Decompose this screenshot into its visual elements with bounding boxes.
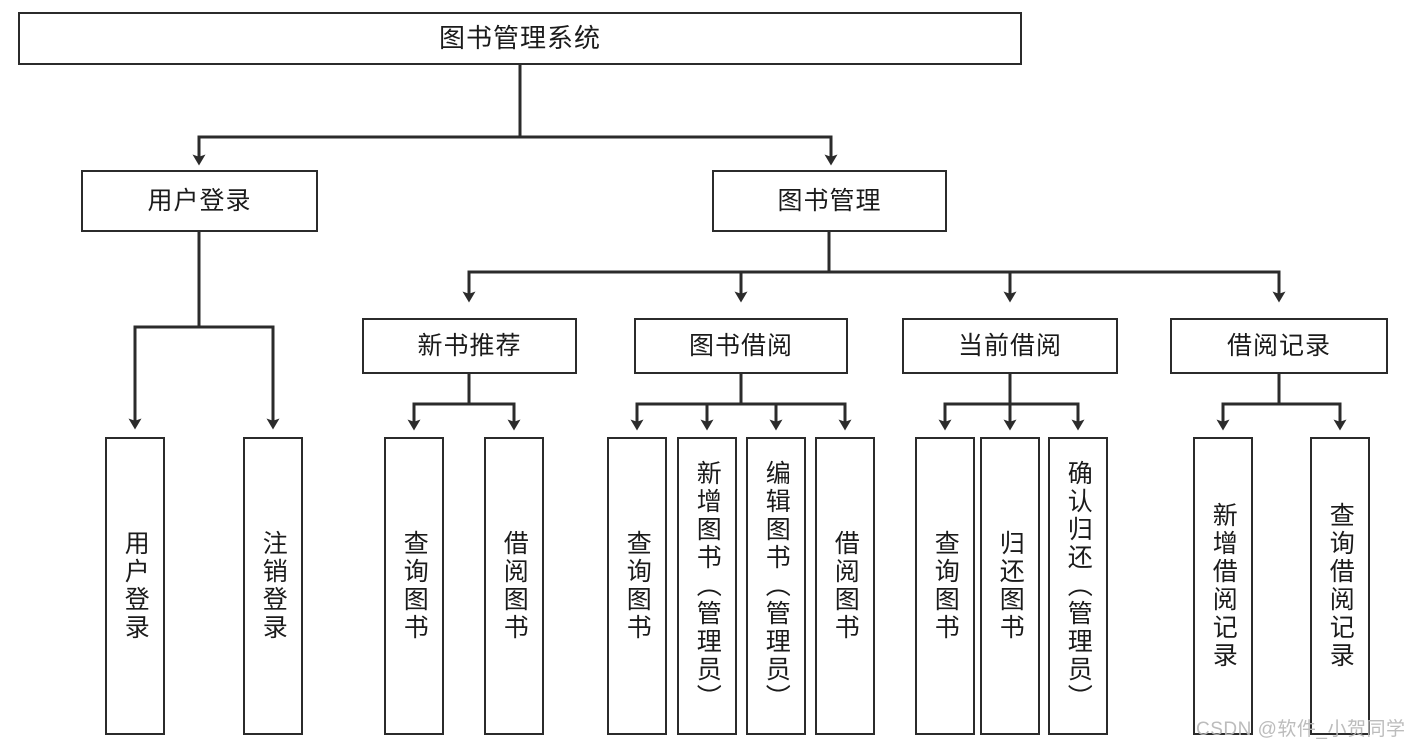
- node-label: 查询图书: [931, 530, 960, 642]
- node-new-book-recommend[interactable]: 新书推荐: [362, 318, 577, 374]
- leaf-user-login-logout[interactable]: 注销登录: [243, 437, 303, 735]
- leaf-book-borrow-add-book-admin[interactable]: 新增图书（管理员）: [677, 437, 737, 735]
- leaf-user-login-login[interactable]: 用户登录: [105, 437, 165, 735]
- node-book-management[interactable]: 图书管理: [712, 170, 947, 232]
- node-current-borrow[interactable]: 当前借阅: [902, 318, 1118, 374]
- node-label: 借阅图书: [500, 530, 529, 642]
- leaf-new-book-borrow-book[interactable]: 借阅图书: [484, 437, 544, 735]
- node-book-borrow[interactable]: 图书借阅: [634, 318, 848, 374]
- node-label: 归还图书: [996, 530, 1025, 642]
- node-label: 新增图书（管理员）: [693, 460, 722, 712]
- node-label: 图书借阅: [688, 331, 793, 360]
- node-label: 新书推荐: [417, 331, 522, 360]
- node-label: 借阅图书: [831, 530, 860, 642]
- node-label: 借阅记录: [1226, 331, 1331, 360]
- node-label: 确认归还（管理员）: [1064, 460, 1093, 712]
- leaf-current-borrow-return-book[interactable]: 归还图书: [980, 437, 1040, 735]
- leaf-current-borrow-query-book[interactable]: 查询图书: [915, 437, 975, 735]
- node-label: 当前借阅: [957, 331, 1062, 360]
- node-borrow-record[interactable]: 借阅记录: [1170, 318, 1388, 374]
- leaf-book-borrow-edit-book-admin[interactable]: 编辑图书（管理员）: [746, 437, 806, 735]
- node-label: 注销登录: [259, 530, 288, 642]
- node-label: 图书管理系统: [438, 22, 601, 53]
- leaf-borrow-record-query-record[interactable]: 查询借阅记录: [1310, 437, 1370, 735]
- leaf-borrow-record-add-record[interactable]: 新增借阅记录: [1193, 437, 1253, 735]
- leaf-new-book-query-book[interactable]: 查询图书: [384, 437, 444, 735]
- node-user-login[interactable]: 用户登录: [81, 170, 318, 232]
- leaf-current-borrow-confirm-return-admin[interactable]: 确认归还（管理员）: [1048, 437, 1108, 735]
- node-label: 新增借阅记录: [1209, 502, 1238, 670]
- node-label: 编辑图书（管理员）: [762, 460, 791, 712]
- node-label: 图书管理: [777, 186, 882, 215]
- node-label: 用户登录: [121, 530, 150, 642]
- node-label: 查询图书: [400, 530, 429, 642]
- csdn-watermark: CSDN @软件_小贺同学: [1196, 719, 1405, 740]
- node-label: 用户登录: [147, 186, 252, 215]
- node-label: 查询借阅记录: [1326, 502, 1355, 670]
- leaf-book-borrow-borrow-book[interactable]: 借阅图书: [815, 437, 875, 735]
- leaf-book-borrow-query-book[interactable]: 查询图书: [607, 437, 667, 735]
- node-root-book-management-system[interactable]: 图书管理系统: [18, 12, 1022, 65]
- node-label: 查询图书: [623, 530, 652, 642]
